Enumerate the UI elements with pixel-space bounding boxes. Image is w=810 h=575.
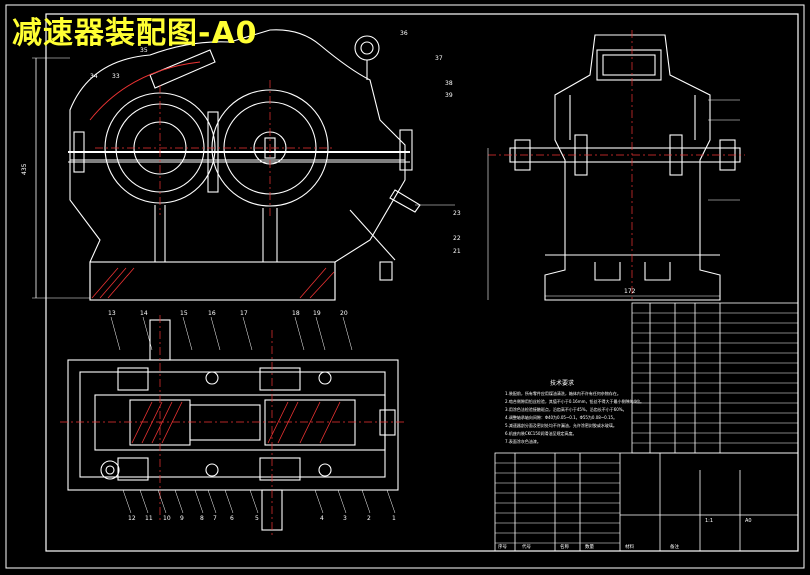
leader-line: [157, 489, 167, 514]
scale-text: 1:1: [705, 518, 713, 524]
title-block-header-cell: 材料: [625, 543, 634, 550]
leader-line: [249, 489, 259, 514]
top-balloon: 15: [180, 310, 188, 317]
leader-line: [386, 489, 396, 514]
front-balloon: 36: [400, 30, 408, 37]
cover-hidden-line: [89, 61, 201, 121]
side-dim-text: 172: [624, 288, 636, 295]
front-balloon: 37: [435, 55, 443, 62]
sheet-text: A0: [745, 518, 752, 524]
front-dim-text: 435: [21, 163, 28, 175]
bottom-balloon: 6: [230, 515, 234, 522]
leader-line: [110, 316, 121, 351]
leader-line: [337, 489, 347, 514]
bottom-balloon: 10: [163, 515, 171, 522]
leader-line: [314, 489, 324, 514]
title-block-header-cell: 数量: [585, 543, 594, 550]
title-block-header-cell: 代号: [522, 543, 531, 550]
front-balloon: 39: [445, 92, 453, 99]
leader-line: [139, 489, 149, 514]
front-balloon: 34: [90, 73, 98, 80]
outer-frame: [5, 4, 805, 569]
leader-line: [294, 316, 305, 351]
top-view-hatch: [131, 401, 341, 444]
note-line: 1.装配前，所有零件应用煤油清洗，箱体内不许有任何杂物存在。: [505, 390, 621, 396]
title-block-header-cell: 备注: [670, 543, 679, 550]
note-line: 2.啮合侧隙用铅丝检验，其值不小于0.16mm，铅丝不得大于最小侧隙的4倍。: [505, 398, 644, 404]
front-balloon: 38: [445, 80, 453, 87]
top-balloon: 19: [313, 310, 321, 317]
top-balloon: 18: [292, 310, 300, 317]
bottom-balloon: 2: [367, 515, 371, 522]
bottom-balloon: 1: [392, 515, 396, 522]
bottom-balloon: 9: [180, 515, 184, 522]
leader-line: [242, 316, 253, 351]
front-balloon: 33: [112, 73, 120, 80]
leader-line: [174, 489, 184, 514]
top-balloon: 17: [240, 310, 248, 317]
title-block-header: 序号 代号 名称 数量 材料 备注: [498, 543, 679, 550]
leader-line: [142, 316, 153, 351]
bottom-balloon: 7: [213, 515, 217, 522]
note-line: 6.机座内装CKC150润滑油至规定高度。: [505, 430, 576, 436]
note-line: 4.调整轴承轴向间隙：Φ40为0.05~0.1，Φ55为0.08~0.15。: [505, 414, 617, 420]
front-balloon: 22: [453, 235, 461, 242]
top-view-balloons-top: 13 14 15 16 17 18 19 20: [108, 310, 353, 351]
note-line: 3.用涂色法检验接触斑点，沿齿高不小于45%，沿齿长不小于60%。: [505, 406, 627, 412]
bottom-balloon: 4: [320, 515, 324, 522]
leader-line: [342, 316, 353, 351]
notes-list: 1.装配前，所有零件应用煤油清洗，箱体内不许有任何杂物存在。 2.啮合侧隙用铅丝检…: [505, 390, 644, 444]
parts-list-rows: [495, 312, 798, 544]
leader-line: [210, 316, 221, 351]
side-view: [487, 30, 745, 301]
title-stamp: 减速器装配图-A0: [12, 16, 258, 51]
leader-line: [122, 489, 132, 514]
top-balloon: 16: [208, 310, 216, 317]
notes-title: 技术要求: [550, 379, 574, 387]
top-balloon: 13: [108, 310, 116, 317]
front-balloon: 23: [453, 210, 461, 217]
bottom-balloon: 8: [200, 515, 204, 522]
front-balloon: 21: [453, 248, 461, 255]
top-balloon: 14: [140, 310, 148, 317]
bottom-balloon: 12: [128, 515, 136, 522]
note-line: 5.减速器剖分面及密封处均不许漏油，允许涂密封胶或水玻璃。: [505, 422, 617, 428]
top-view: [45, 315, 405, 535]
leader-line: [207, 489, 217, 514]
title-block-header-cell: 序号: [498, 543, 507, 550]
bottom-balloon: 5: [255, 515, 259, 522]
title-block-header-cell: 名称: [560, 543, 569, 550]
leader-line: [224, 489, 234, 514]
leader-line: [194, 489, 204, 514]
top-view-balloons-bottom: 12 11 10 9 8 7 6 5 4 3 2 1: [122, 489, 396, 522]
front-view: [32, 29, 455, 301]
front-balloon: 35: [140, 47, 148, 54]
top-balloon: 20: [340, 310, 348, 317]
leader-line: [361, 489, 371, 514]
leader-line: [182, 316, 193, 351]
bottom-balloon: 3: [343, 515, 347, 522]
front-view-balloons: 36 37 38 39 35 34 33 23 22 21: [90, 30, 461, 255]
parts-list: [494, 302, 799, 552]
inner-frame: [45, 13, 799, 552]
note-line: 7.表面涂灰色油漆。: [505, 438, 541, 444]
leader-line: [315, 316, 326, 351]
bottom-balloon: 11: [145, 515, 153, 522]
